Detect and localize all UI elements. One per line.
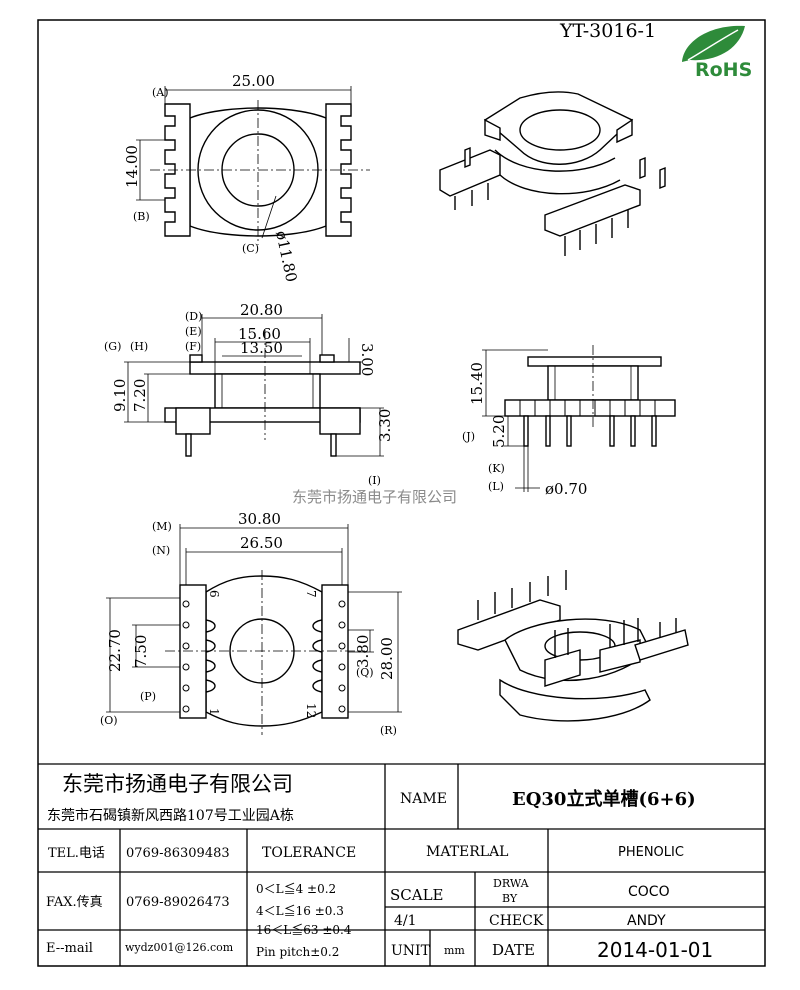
isometric-bottom-view bbox=[457, 570, 689, 722]
check-label: CHECK bbox=[489, 913, 544, 929]
date-value: 2014-01-01 bbox=[597, 938, 713, 962]
label-k: (K) bbox=[488, 462, 505, 475]
dim-bottom-r: 28.00 bbox=[378, 637, 396, 680]
dim-bottom-p: 7.50 bbox=[132, 635, 150, 668]
email-value: wydz001@126.com bbox=[125, 941, 234, 954]
tolerance-line-4: Pin pitch±0.2 bbox=[256, 945, 339, 959]
tel-label: TEL.电话 bbox=[48, 846, 105, 861]
name-label: NAME bbox=[400, 791, 447, 807]
drwa-value: COCO bbox=[628, 884, 670, 900]
isometric-top-view bbox=[439, 91, 666, 256]
dim-top-diameter: ø11.80 bbox=[272, 229, 300, 284]
front-view: 15.40 5.20 ø0.70 (J) (K) (L) bbox=[462, 345, 676, 498]
dim-side-pin: 3.30 bbox=[376, 409, 394, 442]
pin-6: 6 bbox=[207, 590, 221, 598]
scale-label: SCALE bbox=[390, 886, 444, 904]
dim-side-h: 7.20 bbox=[131, 379, 149, 412]
tolerance-line-1: 0＜L≦4 ±0.2 bbox=[256, 881, 336, 896]
label-i: (I) bbox=[368, 474, 381, 487]
name-value: EQ30立式单槽(6+6) bbox=[512, 788, 696, 810]
dim-side-e: 15.60 bbox=[238, 325, 281, 343]
label-a: (A) bbox=[152, 86, 169, 99]
dim-side-d: 20.80 bbox=[240, 301, 283, 319]
label-b: (B) bbox=[133, 210, 150, 223]
side-view: 20.80 15.60 13.50 3.00 9.10 7.20 3.30 (D… bbox=[104, 301, 394, 487]
label-p: (P) bbox=[140, 690, 156, 703]
tolerance-label: TOLERANCE bbox=[262, 845, 356, 861]
tolerance-line-3: 16＜L≦63 ±0.4 bbox=[256, 922, 352, 937]
email-label: E--mail bbox=[46, 941, 93, 956]
scale-value: 4/1 bbox=[394, 913, 417, 929]
rohs-logo: RoHS bbox=[682, 25, 752, 81]
label-o: (O) bbox=[100, 714, 118, 727]
label-m: (M) bbox=[152, 520, 172, 533]
top-view: 25.00 14.00 ø11.80 (A) (B) (C) bbox=[123, 72, 370, 284]
dim-front-height: 15.40 bbox=[468, 362, 486, 405]
pin-1: 1 bbox=[207, 708, 221, 716]
label-n: (N) bbox=[152, 544, 170, 557]
rohs-text: RoHS bbox=[695, 59, 752, 81]
bottom-view: 6 7 1 12 30.80 26.50 22.70 7.50 3.80 28.… bbox=[100, 510, 402, 737]
unit-value: mm bbox=[444, 944, 465, 957]
tel-value: 0769-86309483 bbox=[126, 846, 230, 861]
label-h: (H) bbox=[130, 340, 148, 353]
drwa-label-2: BY bbox=[502, 892, 518, 905]
label-r: (R) bbox=[380, 724, 397, 737]
label-j: (J) bbox=[462, 430, 475, 443]
dim-bottom-m: 30.80 bbox=[238, 510, 281, 528]
watermark: 东莞市扬通电子有限公司 bbox=[292, 488, 457, 506]
dim-side-top: 3.00 bbox=[358, 343, 376, 376]
material-value: PHENOLIC bbox=[618, 845, 684, 860]
dim-bottom-q: 3.80 bbox=[354, 635, 372, 668]
fax-label: FAX.传真 bbox=[46, 895, 103, 910]
label-l: (L) bbox=[488, 480, 504, 493]
company-name: 东莞市扬通电子有限公司 bbox=[62, 772, 293, 796]
dim-bottom-n: 26.50 bbox=[240, 534, 283, 552]
company-address: 东莞市石碣镇新风西路107号工业园A栋 bbox=[47, 807, 294, 824]
label-d: (D) bbox=[185, 310, 202, 323]
check-value: ANDY bbox=[627, 913, 666, 929]
drwa-label-1: DRWA bbox=[493, 877, 530, 890]
label-e: (E) bbox=[185, 325, 202, 338]
material-label: MATERLAL bbox=[426, 844, 508, 860]
label-q: (Q) bbox=[356, 666, 374, 679]
pin-7: 7 bbox=[304, 590, 318, 598]
title-block: 东莞市扬通电子有限公司 东莞市石碣镇新风西路107号工业园A栋 NAME EQ3… bbox=[38, 763, 765, 966]
sheet-border bbox=[37, 19, 766, 967]
dim-side-g: 9.10 bbox=[111, 379, 129, 412]
dim-front-pin-dia: ø0.70 bbox=[545, 480, 587, 498]
dim-front-pin-len: 5.20 bbox=[490, 415, 508, 448]
unit-label: UNIT bbox=[391, 943, 431, 959]
dim-bottom-o: 22.70 bbox=[106, 629, 124, 672]
part-number: YT-3016-1 bbox=[559, 20, 656, 42]
dim-top-width: 25.00 bbox=[232, 72, 275, 90]
dim-top-height: 14.00 bbox=[123, 145, 141, 188]
label-c: (C) bbox=[242, 242, 259, 255]
tolerance-line-2: 4＜L≦16 ±0.3 bbox=[256, 903, 344, 918]
label-f: (F) bbox=[185, 340, 201, 353]
dim-side-f: 13.50 bbox=[240, 339, 283, 357]
pin-12: 12 bbox=[304, 703, 318, 718]
date-label: DATE bbox=[492, 941, 535, 959]
fax-value: 0769-89026473 bbox=[126, 895, 230, 910]
label-g: (G) bbox=[104, 340, 121, 353]
